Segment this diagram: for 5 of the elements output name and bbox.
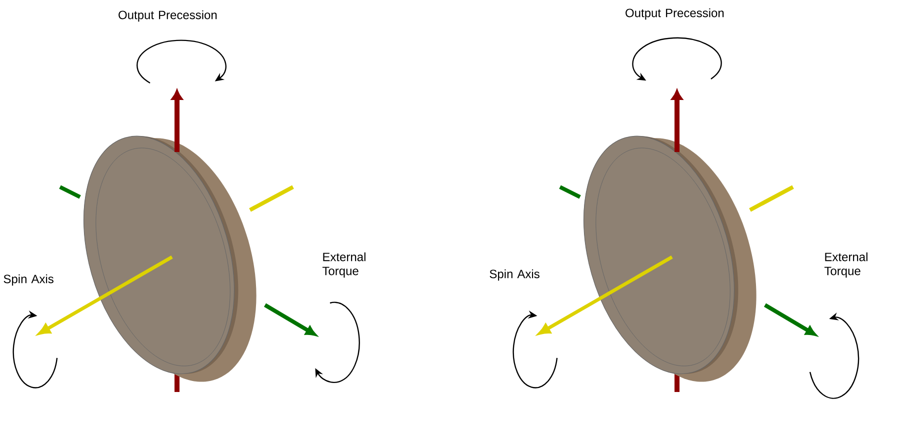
axis-label: External Torque xyxy=(322,252,366,278)
axis-label: Output Precession xyxy=(626,8,724,20)
axis-label: External Torque xyxy=(824,252,868,278)
axis-label: Output Precession xyxy=(118,10,217,22)
axis-label: Spin Axis xyxy=(490,269,540,281)
